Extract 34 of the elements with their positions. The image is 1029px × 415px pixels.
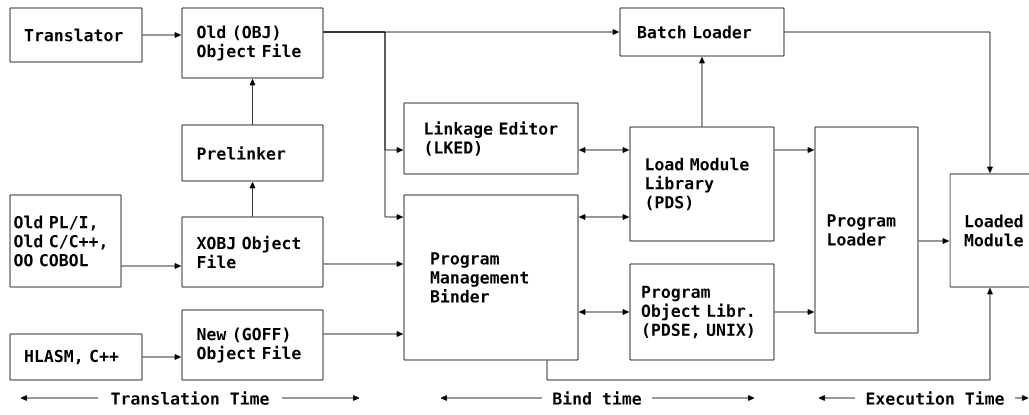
arrow — [249, 79, 256, 125]
arrow — [774, 147, 814, 153]
process-box: Program Loader — [814, 126, 919, 334]
process-box: New (GOFF) Object File — [181, 309, 324, 381]
process-box: Batch Loader — [619, 7, 785, 57]
arrow — [323, 261, 403, 267]
process-box: Program Object Libr. (PDSE, UNIX) — [629, 263, 775, 361]
arrow — [249, 182, 256, 217]
arrow — [142, 32, 181, 38]
time-label: Bind time — [553, 391, 641, 405]
arrow — [323, 31, 403, 220]
arrow — [579, 147, 629, 153]
arrow — [579, 214, 629, 220]
process-box: Translator — [9, 7, 143, 63]
time-label: Execution Time — [866, 391, 1004, 405]
process-box: Program Management Binder — [403, 194, 579, 361]
process-box: Old PL/I, Old C/C++, OO COBOL — [9, 194, 122, 288]
process-box: Load Module Library (PDS) — [629, 126, 775, 242]
process-box: Loaded Module — [949, 173, 1029, 288]
process-box: HLASM, C++ — [9, 333, 143, 381]
arrow — [579, 309, 629, 315]
process-box: Prelinker — [181, 124, 324, 182]
arrow — [142, 354, 181, 360]
arrow — [323, 331, 403, 337]
arrow — [699, 57, 705, 127]
arrow — [918, 238, 949, 244]
time-label: Translation Time — [111, 391, 269, 405]
arrow — [121, 263, 181, 269]
process-box: Linkage Editor (LKED) — [403, 102, 579, 175]
process-box: XOBJ Object File — [181, 216, 324, 288]
arrow — [784, 31, 993, 173]
process-box: Old (OBJ) Object File — [181, 7, 324, 79]
arrow — [546, 288, 993, 381]
arrow — [774, 309, 814, 315]
